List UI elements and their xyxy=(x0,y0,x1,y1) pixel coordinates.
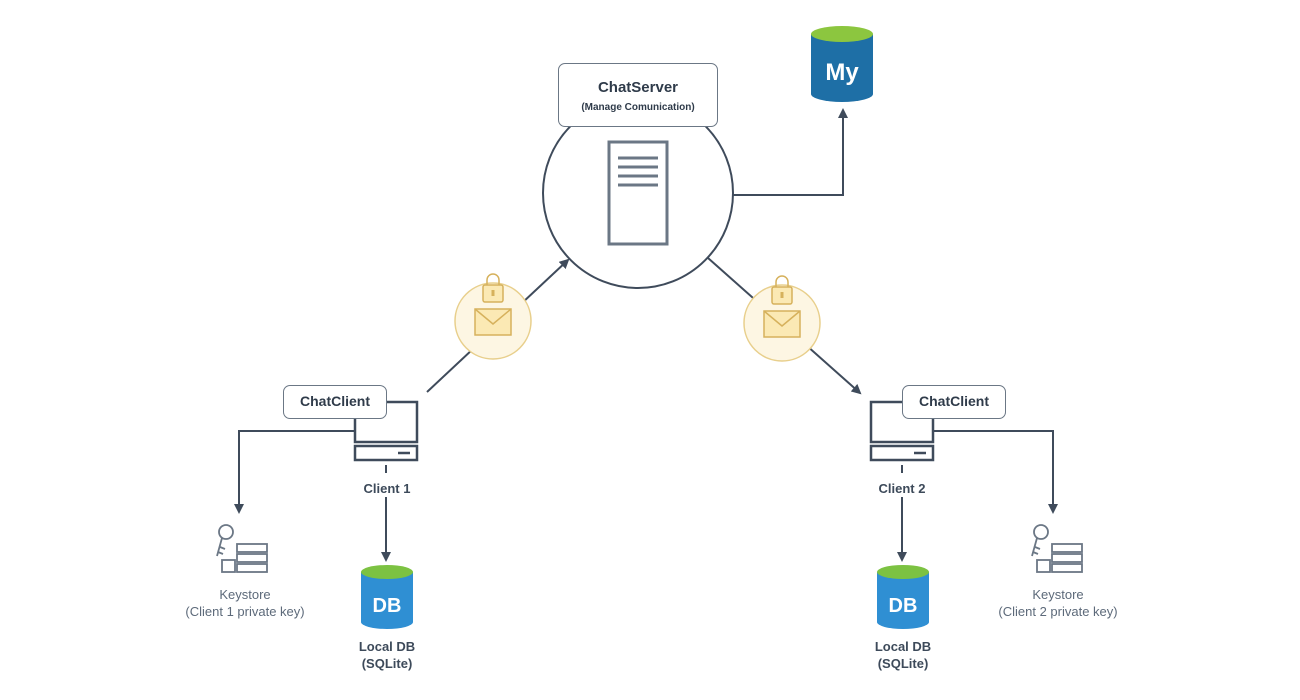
keystore-icon-client1 xyxy=(216,524,268,573)
encrypted-message-icon-left xyxy=(454,273,532,360)
keystore-subtitle: (Client 2 private key) xyxy=(998,604,1118,619)
local-db-icon-client2: DB xyxy=(877,565,929,629)
keystore-label-client1: Keystore (Client 1 private key) xyxy=(145,586,345,620)
client1-to-keystore-arrow xyxy=(234,430,355,514)
client2-to-keystore-arrow xyxy=(933,430,1058,514)
chat-server-box: ChatServer (Manage Comunication) xyxy=(558,63,718,127)
local-db-subtitle: (SQLite) xyxy=(877,656,929,671)
encrypted-message-icon-right xyxy=(743,275,821,362)
local-db-title: Local DB xyxy=(358,639,416,654)
server-title: ChatServer xyxy=(597,79,679,96)
server-icon xyxy=(607,140,669,246)
client2-name: Client 2 xyxy=(878,481,926,496)
mysql-logo-text: My xyxy=(825,59,859,86)
local-db-label-client2: Local DB (SQLite) xyxy=(803,638,1003,672)
keystore-title: Keystore xyxy=(1032,587,1084,602)
local-db-icon-client1: DB xyxy=(361,565,413,629)
local-db-label-client1: Local DB (SQLite) xyxy=(287,638,487,672)
keystore-icon-client2 xyxy=(1031,524,1083,573)
db-icon-text: DB xyxy=(889,595,918,617)
db-icon-text: DB xyxy=(373,595,402,617)
client1-name: Client 1 xyxy=(363,481,411,496)
keystore-title: Keystore xyxy=(219,587,271,602)
mysql-database-icon: My xyxy=(811,26,873,102)
server-to-mysql-arrow xyxy=(733,108,848,196)
server-subtitle: (Manage Comunication) xyxy=(581,102,695,113)
chat-client-box-2: ChatClient xyxy=(902,385,1006,419)
keystore-label-client2: Keystore (Client 2 private key) xyxy=(958,586,1158,620)
local-db-subtitle: (SQLite) xyxy=(361,656,413,671)
local-db-title: Local DB xyxy=(874,639,932,654)
keystore-subtitle: (Client 1 private key) xyxy=(185,604,305,619)
chat-client-box-1: ChatClient xyxy=(283,385,387,419)
